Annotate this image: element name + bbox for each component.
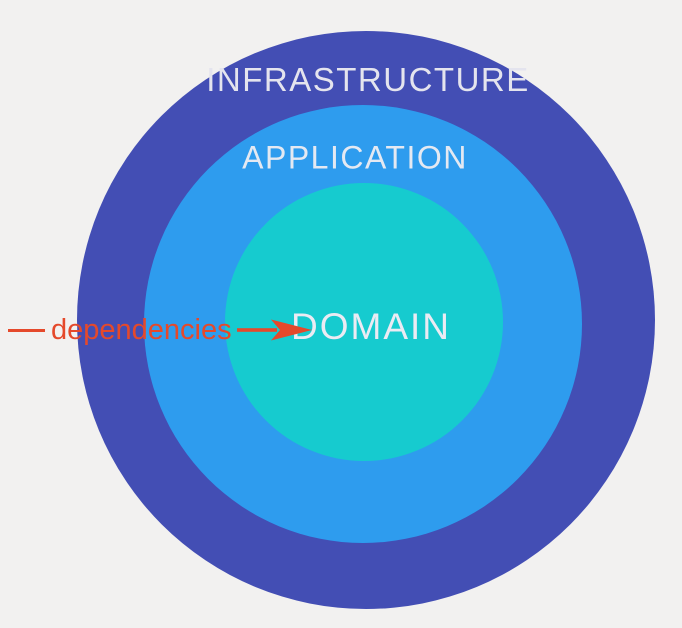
domain-label: DOMAIN (291, 306, 451, 347)
arrow-shaft (236, 328, 277, 332)
domain-layer-circle (225, 183, 503, 461)
dependencies-annotation: dependencies (8, 310, 312, 350)
dependencies-label: dependencies (51, 313, 232, 346)
dependencies-arrow-icon (236, 319, 312, 341)
application-label: APPLICATION (242, 139, 468, 176)
infrastructure-label: INFRASTRUCTURE (206, 61, 530, 98)
dependencies-leader-line (8, 328, 45, 332)
arrow-head (270, 319, 312, 341)
